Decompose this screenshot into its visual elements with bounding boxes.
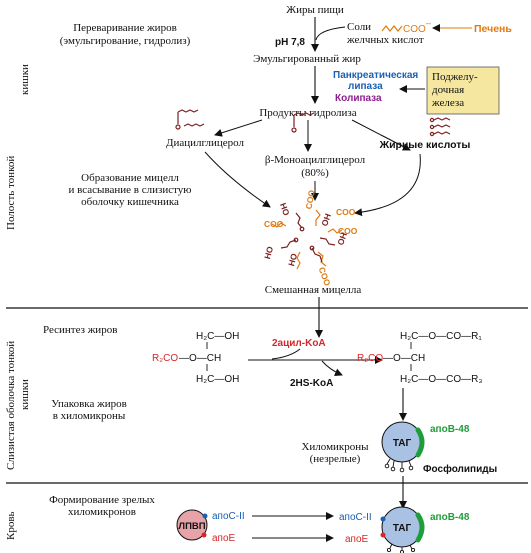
bile-salts-2: желчных кислот <box>346 34 424 46</box>
micelle-ho-1: HO <box>278 202 292 218</box>
micelle-coo-2: COO <box>336 207 356 217</box>
tag-label-mature: ТАГ <box>393 523 412 534</box>
apoe-hdl: апоE <box>212 533 236 544</box>
apocii-hdl: апоC-II <box>212 511 245 522</box>
apoe-mature: апоE <box>345 534 369 545</box>
ph-label: pH 7,8 <box>275 37 305 48</box>
note-forming-1: Формирование зрелых <box>49 494 155 506</box>
apocii-mature: апоC-II <box>339 512 372 523</box>
chylomicrons-1: Хиломикроны <box>301 441 369 453</box>
arrow-acyl-coa <box>271 348 301 360</box>
region-intestine-line1: Полость тонкой <box>5 156 17 230</box>
arrow-to-diacylglycerol <box>214 119 263 137</box>
note-forming-2: хиломикронов <box>68 506 136 518</box>
mag-h2c-bottom: H₂C—OH <box>196 374 239 385</box>
note-micelle-2: и всасывание в слизистую <box>69 184 192 196</box>
micelle-ho-3: HO <box>286 252 299 267</box>
apob48-immature: апоB-48 <box>430 424 470 435</box>
diacylglycerol-icon <box>175 109 205 130</box>
tag-och: —O—CH <box>383 353 425 364</box>
mixed-micelle-label: Смешанная мицелла <box>265 284 362 296</box>
bile-acid-tail-icon <box>381 25 403 32</box>
note-micelle-1: Образование мицелл <box>81 172 179 184</box>
note-packing-1: Упаковка жиров <box>51 398 127 410</box>
mixed-micelle: COO COO COO COO COO HO OH HO HO OH <box>262 189 358 288</box>
acyl-coa: 2ацил-KoA <box>272 338 326 349</box>
monoacylglycerol-icon <box>291 112 315 133</box>
phospholipids: Фосфолипиды <box>423 463 497 475</box>
fatty-acids-icon <box>429 117 451 137</box>
chylomicrons-2: (незрелые) <box>310 453 361 465</box>
micelle-oh-1: OH <box>335 231 349 246</box>
mag-h2c-top: H₂C—OH <box>196 331 239 342</box>
hs-coa: 2HS-KoA <box>290 378 333 389</box>
note-digestion-2: (эмульгирование, гидролиз) <box>60 35 191 47</box>
coo-bile: COO <box>403 24 426 35</box>
arrow-fatty-acids-micelle <box>354 153 421 217</box>
arrow-bile-in <box>315 26 346 41</box>
liver: Печень <box>474 23 512 35</box>
pancreas-2: дочная <box>432 84 464 96</box>
mag-r2co: R₂CO <box>152 353 178 364</box>
chylomicron-mature <box>380 506 425 553</box>
bile-salts-1: Соли <box>347 21 371 33</box>
tag-label-immature: ТАГ <box>393 438 412 449</box>
monoacylglycerol: β-Моноацилглицерол <box>265 154 366 166</box>
pancreas-3: железа <box>431 97 464 109</box>
region-blood: Кровь <box>5 511 17 540</box>
tag-h2c-bottom: H₂C—O—CO—R₃ <box>400 374 482 385</box>
food-fats: Жиры пищи <box>286 4 344 16</box>
arrow-diacylglycerol-micelle <box>204 151 271 208</box>
mag-och: —O—CH <box>179 353 221 364</box>
micelle-coo-5: COO <box>304 189 317 210</box>
pancreatic-lipase-1: Панкреатическая <box>333 70 418 81</box>
diacylglycerol: Диацилглицерол <box>166 137 244 149</box>
arrow-to-fatty-acids <box>351 119 411 151</box>
hdl-particle <box>176 509 208 541</box>
micelle-oh-2: OH <box>319 212 333 227</box>
micelle-coo-3: COO <box>338 226 358 236</box>
region-mucosa-line2: кишки <box>19 379 31 410</box>
fatty-acids: Жирные кислоты <box>379 139 471 151</box>
colipase: Колипаза <box>335 93 382 104</box>
tag-r2co: R₂CO <box>357 353 383 364</box>
pancreas-box <box>426 66 500 115</box>
pancreas-1: Поджелу- <box>432 71 478 83</box>
region-mucosa-line1: Слизистая оболочка тонкой <box>5 341 17 470</box>
note-resynthesis: Ресинтез жиров <box>43 324 117 336</box>
hydrolysis-products: Продукты гидролиза <box>259 107 356 119</box>
note-packing-2: в хиломикроны <box>53 410 126 422</box>
tag-h2c-top: H₂C—O—CO—R₁ <box>400 331 482 342</box>
micelle-ho-2: HO <box>262 245 275 260</box>
pancreatic-lipase-2: липаза <box>348 81 383 92</box>
apob48-mature: апоB-48 <box>430 512 470 523</box>
hdl-label: ЛПВП <box>178 521 205 532</box>
micelle-coo-1: COO <box>264 219 284 229</box>
coo-bile-charge: – <box>426 18 431 28</box>
mono-percent: (80%) <box>301 167 329 179</box>
note-digestion-1: Переваривание жиров <box>73 22 177 34</box>
chylomicron-immature <box>381 421 425 473</box>
emulsified-fat: Эмульгированный жир <box>253 53 361 65</box>
note-micelle-3: оболочку кишечника <box>81 196 179 208</box>
arrow-hs-coa <box>321 360 343 376</box>
region-intestine-line2: кишки <box>19 64 31 95</box>
